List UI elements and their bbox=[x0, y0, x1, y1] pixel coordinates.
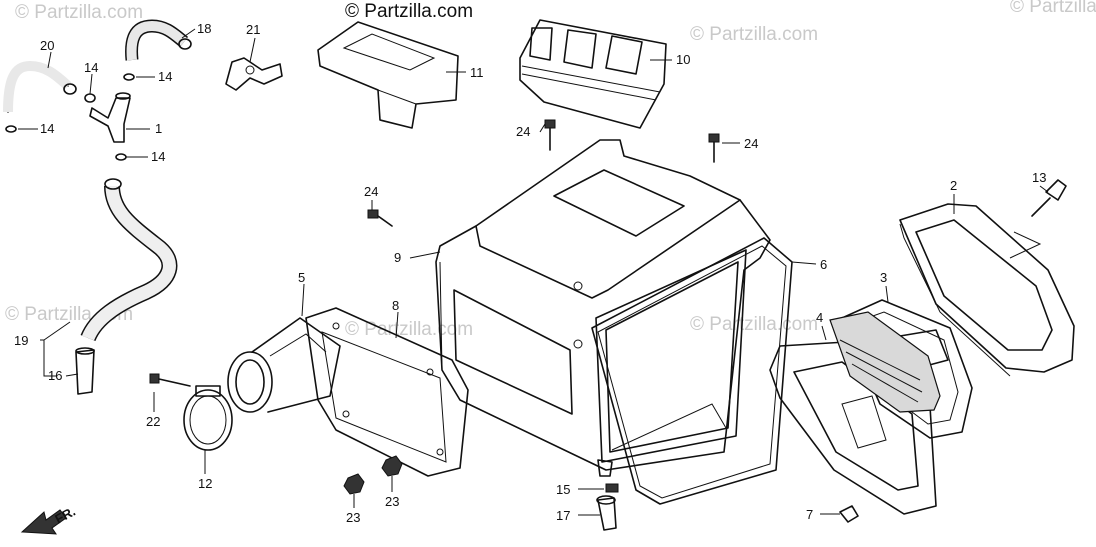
wing-bolt-part-13 bbox=[1009, 179, 1067, 259]
watermark: © Partzilla.com bbox=[345, 319, 473, 340]
hose-part-18 bbox=[125, 19, 192, 61]
side-plate-part-8 bbox=[305, 307, 469, 477]
clip-part-14 bbox=[5, 73, 135, 161]
bolt-part-22 bbox=[149, 373, 191, 387]
duct-part-5 bbox=[227, 317, 341, 413]
callout-11: 11 bbox=[470, 65, 484, 80]
callout-2: 2 bbox=[950, 178, 957, 193]
callout-14: 14 bbox=[151, 149, 165, 164]
band-part-12 bbox=[183, 385, 233, 451]
callout-23: 23 bbox=[385, 494, 399, 509]
filter-housing-part-2 bbox=[899, 203, 1075, 377]
callout-5: 5 bbox=[298, 270, 305, 285]
watermark: © Partzilla.com bbox=[15, 2, 143, 23]
callout-labels: 18 20 14 14 14 1 14 21 11 10 24 24 24 9 … bbox=[14, 21, 1046, 527]
callout-18: 18 bbox=[197, 21, 211, 36]
bolt-part-24 bbox=[367, 119, 720, 227]
callout-12: 12 bbox=[198, 476, 212, 491]
drain-part-15 bbox=[605, 483, 619, 493]
callout-24: 24 bbox=[744, 136, 758, 151]
joint-part-1 bbox=[89, 92, 131, 143]
callout-14: 14 bbox=[84, 60, 98, 75]
callout-13: 13 bbox=[1032, 170, 1046, 185]
hose-part-19 bbox=[80, 178, 178, 342]
callout-3: 3 bbox=[880, 270, 887, 285]
callout-10: 10 bbox=[676, 52, 690, 67]
callout-24: 24 bbox=[516, 124, 530, 139]
funnel-part-10 bbox=[519, 19, 667, 129]
callout-14: 14 bbox=[40, 121, 54, 136]
callout-8: 8 bbox=[392, 298, 399, 313]
callout-22: 22 bbox=[146, 414, 160, 429]
hose-part-20 bbox=[3, 60, 77, 113]
air-cleaner-case-part-9 bbox=[435, 139, 771, 477]
front-direction-arrow bbox=[20, 509, 67, 535]
holder-part-4 bbox=[769, 311, 941, 515]
drain-tube-part-17 bbox=[596, 495, 617, 531]
cap-part-7 bbox=[839, 505, 859, 523]
gasket-part-6 bbox=[591, 237, 793, 505]
nut-part-23 bbox=[343, 455, 403, 495]
callout-21: 21 bbox=[246, 22, 260, 37]
callout-15: 15 bbox=[556, 482, 570, 497]
watermark-top: © Partzilla.com bbox=[345, 1, 473, 22]
watermark: © Partzilla.com bbox=[690, 24, 818, 45]
leader-lines bbox=[18, 28, 1049, 516]
callout-24: 24 bbox=[364, 184, 378, 199]
cover-part-11 bbox=[317, 21, 459, 129]
callout-9: 9 bbox=[394, 250, 401, 265]
hose-end-part-16 bbox=[75, 347, 95, 395]
callout-7: 7 bbox=[806, 507, 813, 522]
callout-19: 19 bbox=[14, 333, 28, 348]
callout-1: 1 bbox=[155, 121, 162, 136]
callout-14: 14 bbox=[158, 69, 172, 84]
callout-6: 6 bbox=[820, 257, 827, 272]
callout-20: 20 bbox=[40, 38, 54, 53]
watermark: © Partzilla.com bbox=[1010, 0, 1096, 17]
watermark: © Partzilla.com bbox=[690, 314, 818, 335]
clamp-part-21 bbox=[225, 57, 283, 91]
callout-16: 16 bbox=[48, 368, 62, 383]
callout-23: 23 bbox=[346, 510, 360, 525]
callout-17: 17 bbox=[556, 508, 570, 523]
callout-4: 4 bbox=[816, 310, 823, 325]
